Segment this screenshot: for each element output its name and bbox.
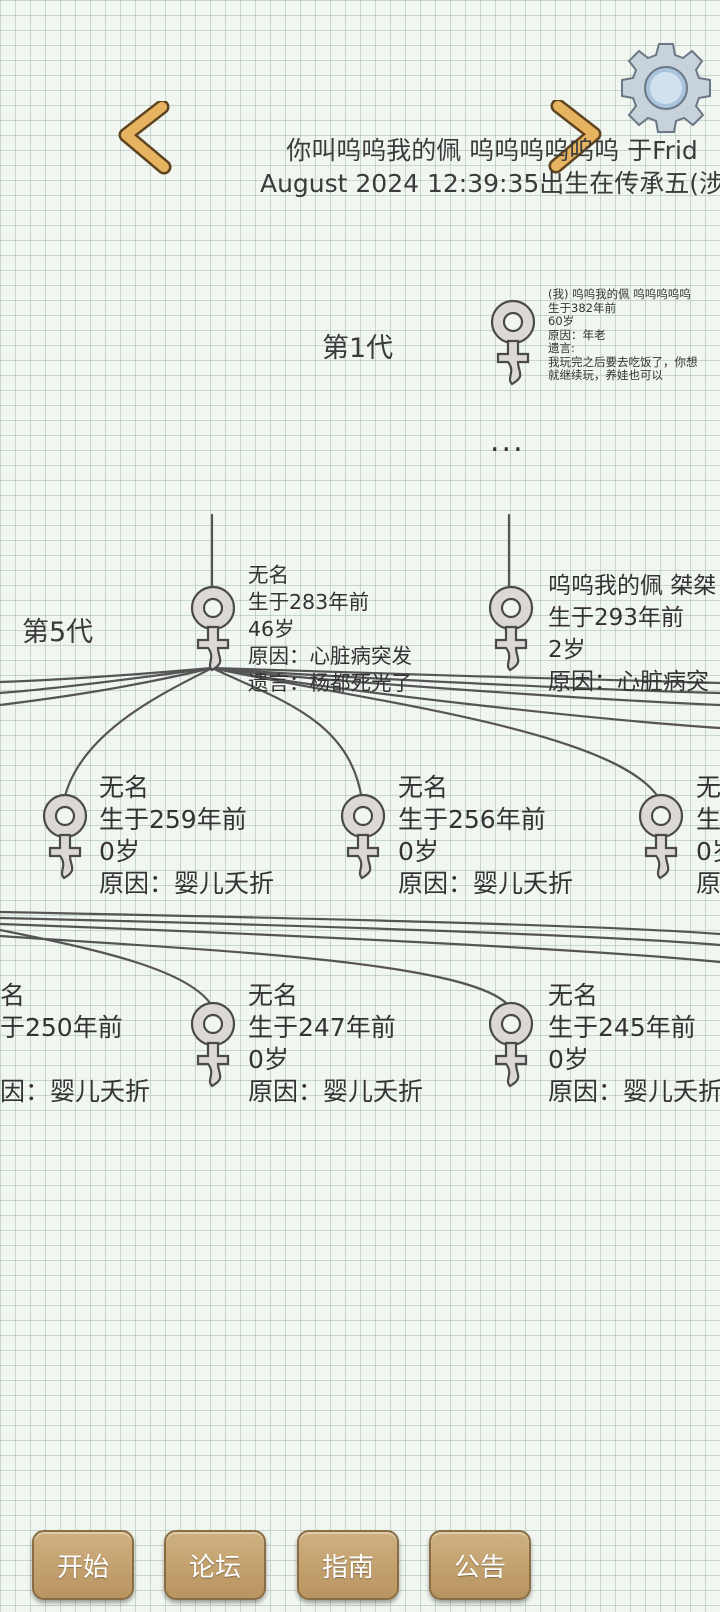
person-age: 0岁	[99, 837, 140, 866]
generation-gap-ellipsis: ...	[490, 424, 525, 459]
guide-button[interactable]: 指南	[297, 1530, 399, 1600]
start-button[interactable]: 开始	[32, 1530, 134, 1600]
female-symbol-icon	[488, 585, 534, 672]
person-info-child-4: 名 于250年前 因：婴儿夭折	[0, 980, 160, 1108]
person-birth: 生	[696, 805, 720, 834]
person-info-gen5-left: 无名 生于283年前 46岁 原因：心脏病突发 遗言：杨都死光了	[248, 562, 448, 697]
female-symbol-icon	[340, 793, 386, 880]
person-name: 无名	[99, 773, 150, 802]
person-info-child-5: 无名 生于247年前 0岁 原因：婴儿夭折	[248, 980, 458, 1108]
person-name: 无名	[248, 563, 289, 587]
person-node-child-5[interactable]	[186, 1000, 244, 1090]
person-age: 46岁	[248, 617, 295, 641]
person-name: 无名	[398, 773, 449, 802]
person-birth: 生于283年前	[248, 590, 370, 614]
prev-button[interactable]	[116, 99, 182, 175]
person-name: 无名	[248, 981, 299, 1010]
person-age: 0岁	[398, 837, 439, 866]
person-cause: 原因：年老	[548, 327, 606, 342]
person-age: 60岁	[548, 314, 575, 328]
person-info-self: (我) 呜呜我的佩 呜呜呜呜呜 生于382年前 60岁 原因：年老 遗言: 我玩…	[548, 288, 720, 383]
person-info-child-1: 无名 生于259年前 0岁 原因：婴儿夭折	[99, 772, 309, 900]
person-cause: 原因：婴儿夭折	[99, 869, 275, 898]
person-cause: 原	[696, 869, 720, 898]
header-line-2: August 2024 12:39:35出生在传承五(涉	[259, 169, 720, 198]
next-button[interactable]	[540, 98, 606, 174]
person-name: 呜呜我的佩 桀桀	[548, 573, 717, 599]
person-birth: 生于245年前	[548, 1013, 696, 1042]
person-birth: 生于259年前	[99, 805, 247, 834]
female-symbol-icon	[190, 1001, 236, 1088]
person-node-self[interactable]	[486, 298, 544, 388]
female-symbol-icon	[490, 299, 536, 386]
header-line-1: 你叫呜呜我的佩 呜呜呜呜呜呜 于Frid	[286, 136, 698, 165]
forum-button[interactable]: 论坛	[164, 1530, 266, 1600]
person-age: 0岁	[696, 837, 720, 866]
person-birth: 生于293年前	[548, 605, 684, 631]
person-node-gen5-left[interactable]	[186, 584, 244, 674]
person-birth: 生于256年前	[398, 805, 546, 834]
settings-button[interactable]	[620, 42, 712, 134]
person-last-words: 我玩完之后要去吃饭了，你想	[548, 354, 698, 369]
notice-button[interactable]: 公告	[429, 1530, 531, 1600]
person-age	[0, 1044, 160, 1076]
person-name: 名	[0, 981, 26, 1010]
generation-label-1: 第1代	[322, 333, 394, 364]
person-birth: 生于382年前	[548, 300, 616, 315]
person-info-gen5-right: 呜呜我的佩 桀桀 生于293年前 2岁 原因：心脏病突	[548, 570, 720, 698]
person-last-words-2: 就继续玩，养娃也可以	[548, 368, 663, 382]
person-cause: 原因：心脏病突发	[248, 644, 412, 668]
person-age: 0岁	[248, 1045, 289, 1074]
person-last-words-label: 遗言:	[548, 341, 575, 355]
person-cause: 原因：心脏病突	[548, 669, 709, 695]
person-cause: 因：婴儿夭折	[0, 1077, 151, 1106]
person-name: 无	[696, 773, 720, 802]
person-cause: 原因：婴儿夭折	[548, 1077, 720, 1106]
chevron-left-icon	[118, 99, 172, 175]
chevron-right-icon	[548, 98, 602, 174]
female-symbol-icon	[190, 585, 236, 672]
female-symbol-icon	[42, 793, 88, 880]
person-node-child-2[interactable]	[336, 792, 394, 882]
person-name: (我) 呜呜我的佩 呜呜呜呜呜	[548, 288, 691, 301]
female-symbol-icon	[638, 793, 684, 880]
person-cause: 原因：婴儿夭折	[398, 869, 574, 898]
person-age: 2岁	[548, 637, 586, 663]
birth-info-header: 你叫呜呜我的佩 呜呜呜呜呜呜 于Frid August 2024 12:39:3…	[212, 134, 720, 200]
person-last-words: 遗言：杨都死光了	[248, 671, 412, 695]
person-info-child-2: 无名 生于256年前 0岁 原因：婴儿夭折	[398, 772, 608, 900]
person-node-child-3[interactable]	[634, 792, 692, 882]
person-node-child-6[interactable]	[484, 1000, 542, 1090]
gear-icon	[621, 43, 711, 133]
person-birth: 生于247年前	[248, 1013, 396, 1042]
person-cause: 原因：婴儿夭折	[248, 1077, 424, 1106]
person-name: 无名	[548, 981, 599, 1010]
person-info-child-6: 无名 生于245年前 0岁 原因：婴儿夭折	[548, 980, 720, 1108]
person-node-gen5-right[interactable]	[484, 584, 542, 674]
person-age: 0岁	[548, 1045, 589, 1074]
person-birth: 于250年前	[0, 1013, 123, 1042]
person-node-child-1[interactable]	[38, 792, 96, 882]
female-symbol-icon	[488, 1001, 534, 1088]
person-info-child-3: 无 生 0岁 原	[696, 772, 720, 900]
generation-label-5: 第5代	[22, 617, 94, 648]
